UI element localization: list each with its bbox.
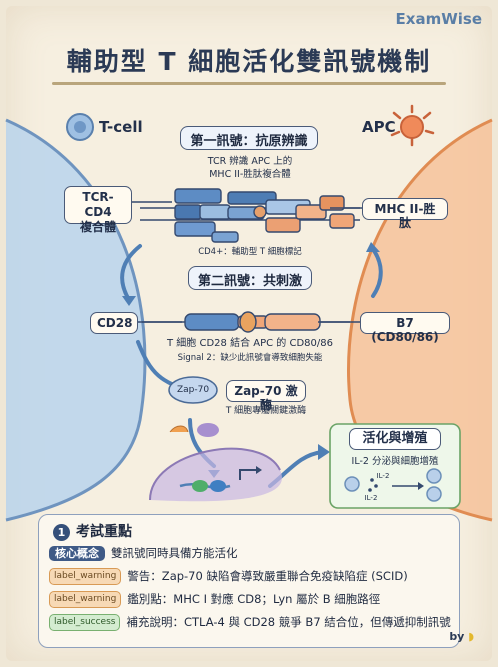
title-underline (52, 82, 446, 85)
page-title: 輔助型 T 細胞活化雙訊號機制 (66, 47, 432, 76)
apc-icon (390, 104, 435, 147)
activation-subtitle: IL-2 分泌與細胞增殖 (351, 456, 439, 467)
mhc-peptide-label: MHC II-胜肽 (362, 198, 448, 230)
tag-core-concept: 核心概念 (49, 546, 105, 561)
brand-logo: ExamWise (395, 10, 482, 28)
signal2-header: 第二訊號：共刺激 (188, 266, 312, 290)
zap70-icon (168, 376, 218, 404)
signal1-desc-line2: MHC II-胜肽複合體 (209, 169, 291, 180)
exam-number: 1 (53, 524, 70, 541)
tag-warning: label_warning (49, 591, 122, 608)
signal2-note: Signal 2：缺少此訊號會導致細胞失能 (177, 353, 323, 363)
exam-row-text: 警告：Zap-70 缺陷會導致嚴重聯合免疫缺陷症 (SCID) (127, 569, 408, 583)
exam-points-box: 1 考試重點 核心概念雙訊號同時具備方能活化 label_warning 警告：Za… (38, 514, 460, 648)
exam-row-warning-2: label_warning 鑑別點：MHC I 對應 CD8；Lyn 屬於 B 細… (49, 591, 380, 609)
signal2-desc: T 細胞 CD28 結合 APC 的 CD80/86 (167, 338, 333, 349)
zap70-box: Zap-70 激酶 (226, 380, 306, 412)
apc-label: APC (362, 118, 396, 136)
cd28-label: CD28 (90, 312, 138, 334)
cd28-b7-receptors (142, 311, 350, 333)
nucleus (149, 447, 282, 502)
tcr-cd4-line2: 複合體 (79, 220, 116, 234)
banana-icon: ◗ (468, 630, 474, 643)
cd4-note: CD4+：輔助型 T 細胞標記 (198, 247, 302, 257)
il2-bottom-label: IL-2 (364, 494, 378, 502)
exam-row-text: 補充說明：CTLA-4 與 CD28 競爭 B7 結合位，但傳遞抑制訊號 (126, 615, 451, 629)
tcr-mhc-receptors (140, 188, 360, 243)
exam-header: 1 考試重點 (53, 521, 132, 541)
zap70-note: T 細胞專屬關鍵激酶 (225, 406, 307, 416)
signal1-header: 第一訊號：抗原辨識 (180, 126, 318, 150)
tag-success: label_success (49, 614, 121, 631)
exam-header-text: 考試重點 (76, 524, 132, 540)
footer-text: by (449, 630, 465, 643)
activation-title: 活化與增殖 (349, 428, 441, 450)
tcr-cd4-line1: TCR-CD4 (82, 190, 114, 219)
il2-top-label: IL-2 (376, 472, 390, 480)
exam-row-core: 核心概念雙訊號同時具備方能活化 (49, 545, 238, 563)
exam-row-text: 雙訊號同時具備方能活化 (111, 546, 238, 560)
exam-row-text: 鑑別點：MHC I 對應 CD8；Lyn 屬於 B 細胞路徑 (127, 592, 381, 606)
tcr-cd4-label: TCR-CD4 複合體 (64, 186, 132, 234)
signal1-desc-line1: TCR 辨識 APC 上的 (207, 156, 293, 167)
footer-by: by ◗ (449, 630, 474, 643)
tag-warning: label_warning (49, 568, 122, 585)
exam-row-success: label_success 補充說明：CTLA-4 與 CD28 競爭 B7 結合… (49, 614, 451, 632)
b7-label: B7 (CD80/86) (360, 312, 450, 344)
exam-row-warning-1: label_warning 警告：Zap-70 缺陷會導致嚴重聯合免疫缺陷症 (S… (49, 568, 408, 586)
zap70-icon-label: Zap-70 (176, 385, 210, 395)
tcell-label: T-cell (99, 118, 143, 136)
